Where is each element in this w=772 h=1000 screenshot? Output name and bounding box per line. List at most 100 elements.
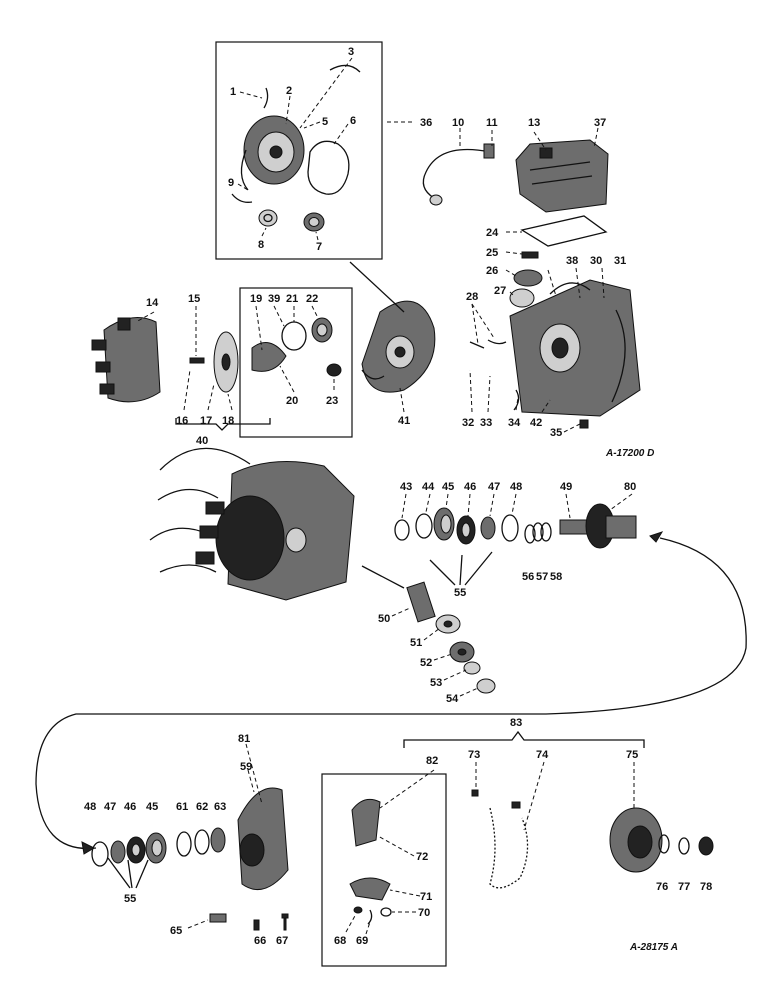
part-47-spacer [480, 516, 496, 540]
part-3-spring-clip [329, 64, 361, 73]
part-labels: 1 2 3 5 6 7 8 9 10 11 13 14 15 16 17 18 … [84, 46, 712, 953]
part-25-screw [521, 251, 539, 259]
frame-housing-assembly [215, 41, 383, 260]
label-49: 49 [560, 481, 572, 493]
label-43: 43 [400, 481, 412, 493]
part-53-washer [463, 661, 481, 675]
connector-arrowhead-lower [81, 841, 96, 855]
label-28: 28 [466, 291, 478, 303]
part-15-screw [189, 357, 205, 364]
label-78: 78 [700, 881, 712, 893]
label-74: 74 [536, 749, 549, 761]
part-74-spring-cable [489, 801, 529, 889]
label-20: 20 [286, 395, 298, 407]
label-59: 59 [240, 761, 252, 773]
label-51: 51 [410, 637, 422, 649]
label-18: 18 [222, 415, 234, 427]
label-5: 5 [322, 116, 328, 128]
label-63: 63 [214, 801, 226, 813]
label-54: 54 [446, 693, 459, 705]
part-81-housing [237, 787, 289, 891]
label-8: 8 [258, 239, 264, 251]
label-22: 22 [306, 293, 318, 305]
part-73-screw [471, 789, 479, 797]
bracket-83 [403, 730, 645, 748]
part-75-drum [609, 807, 663, 873]
label-72: 72 [416, 851, 428, 863]
label-9: 9 [228, 177, 234, 189]
label-37: 37 [594, 117, 606, 129]
part-26-condenser [513, 269, 543, 287]
part-22-cam [311, 317, 333, 343]
label-7: 7 [316, 241, 322, 253]
part-21-spring [281, 321, 307, 351]
label-lower-48: 48 [84, 801, 96, 813]
part-51-gear [435, 614, 461, 634]
part-18-rotor [213, 331, 239, 393]
part-44-ring [415, 513, 433, 539]
part-56-57-58-rings [524, 522, 552, 544]
leader-lines [135, 57, 635, 935]
part-28-terminal [469, 339, 507, 349]
part-80-shaft-gear [559, 503, 637, 549]
part-66-screw [253, 919, 260, 931]
label-17: 17 [200, 415, 212, 427]
label-11: 11 [486, 117, 498, 129]
label-82: 82 [426, 755, 438, 767]
label-55: 55 [454, 587, 466, 599]
label-75: 75 [626, 749, 638, 761]
label-34: 34 [508, 417, 521, 429]
label-58: 58 [550, 571, 562, 583]
label-71: 71 [420, 891, 432, 903]
label-3: 3 [348, 46, 354, 58]
label-36: 36 [420, 117, 432, 129]
part-48-washer [501, 514, 519, 542]
part-68-clip [353, 906, 363, 914]
label-14: 14 [146, 297, 159, 309]
connector-arrowhead-upper [649, 531, 664, 543]
part-43-washer [394, 519, 410, 541]
part-27-plate [509, 288, 535, 308]
label-16: 16 [176, 415, 188, 427]
label-80: 80 [624, 481, 636, 493]
bracket-55-lower [107, 857, 149, 889]
part-36-housing-cap [231, 115, 305, 203]
label-41: 41 [398, 415, 410, 427]
label-76: 76 [656, 881, 668, 893]
part-67-screw [281, 913, 289, 931]
label-31: 31 [614, 255, 626, 267]
part-54-cap [476, 678, 496, 694]
part-39-weight [251, 342, 287, 372]
label-13: 13 [528, 117, 540, 129]
label-56: 56 [522, 571, 534, 583]
part-lower-45-seal [145, 832, 167, 864]
label-70: 70 [418, 907, 430, 919]
part-41-housing [361, 300, 436, 393]
label-53: 53 [430, 677, 442, 689]
label-45: 45 [442, 481, 454, 493]
label-21: 21 [286, 293, 298, 305]
part-23-nut [326, 363, 342, 377]
label-67: 67 [276, 935, 288, 947]
label-77: 77 [678, 881, 690, 893]
part-70-screw [380, 907, 392, 917]
label-48: 48 [510, 481, 522, 493]
label-lower-45: 45 [146, 801, 158, 813]
part-lower-48-washer [91, 841, 109, 867]
label-83: 83 [510, 717, 522, 729]
part-78-nut [698, 836, 714, 856]
part-engine-assembly-view [149, 447, 355, 601]
part-34-spring [513, 389, 520, 411]
label-1: 1 [230, 86, 236, 98]
part-37-cover [515, 139, 609, 213]
label-62: 62 [196, 801, 208, 813]
part-46-bearing [456, 515, 476, 545]
label-24: 24 [486, 227, 499, 239]
label-35: 35 [550, 427, 562, 439]
bracket-40 [175, 418, 271, 431]
part-lower-47-spacer [110, 840, 126, 864]
label-27: 27 [494, 285, 506, 297]
label-39: 39 [268, 293, 280, 305]
part-1-wire [263, 87, 269, 109]
label-23: 23 [326, 395, 338, 407]
